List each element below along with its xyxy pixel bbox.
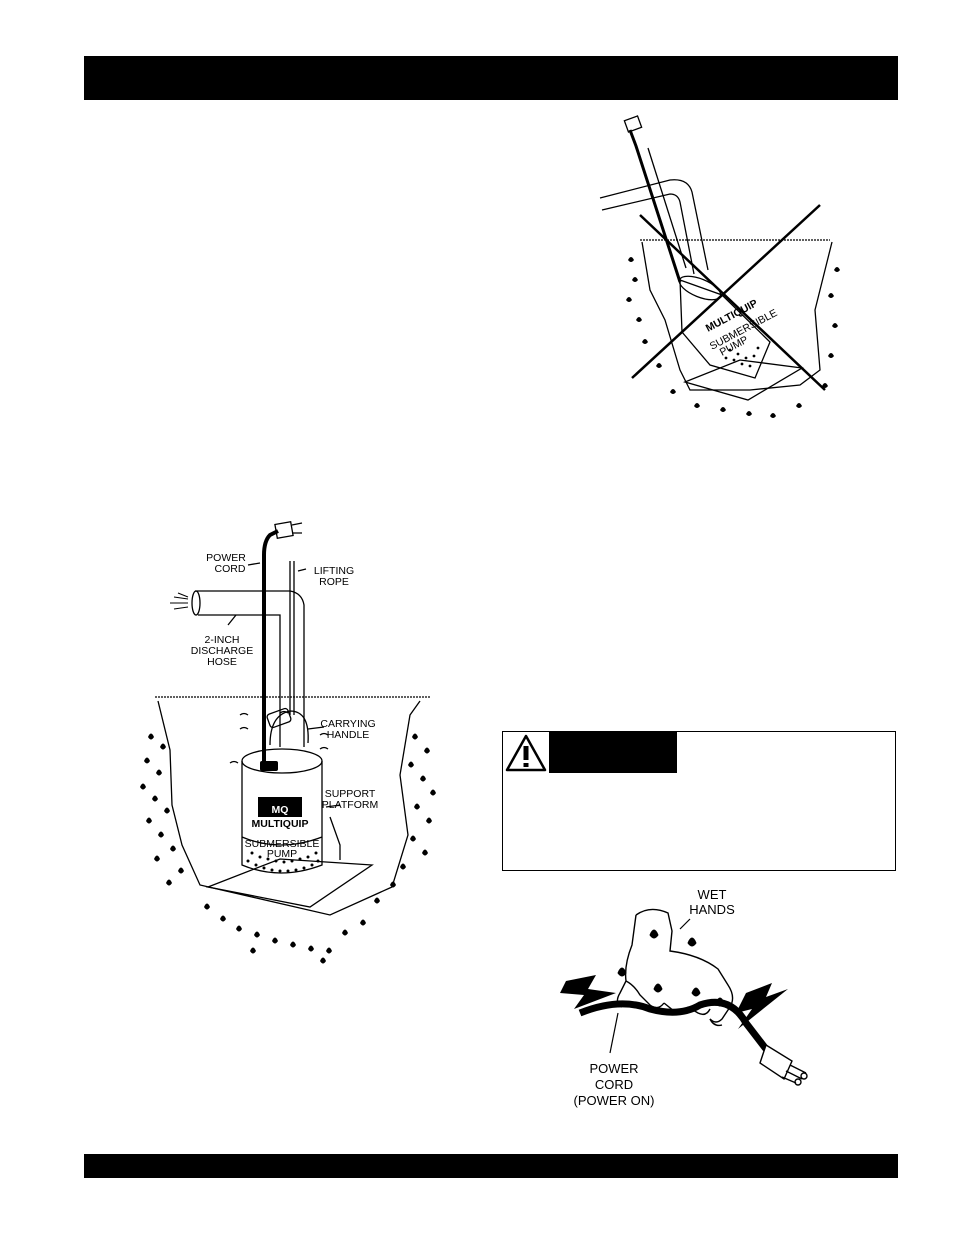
pump-brand: MULTIQUIP <box>252 818 309 830</box>
header-bar <box>84 56 898 100</box>
mq-logo-text: MQ <box>272 804 289 816</box>
cross-out-line-1 <box>639 214 826 391</box>
label-power-cord-2: CORD <box>215 563 246 575</box>
lightning-left-icon <box>560 975 616 1009</box>
footer-bar <box>84 1154 898 1178</box>
incorrect-placement-figure: MULTIQUIP SUBMERSIBLE PUMP <box>599 115 840 418</box>
label-hands-cord-2: CORD <box>595 1077 633 1092</box>
pump-text-1: SUBMERSIBLE <box>245 838 320 850</box>
pump-text-2: PUMP <box>267 848 297 860</box>
label-platform-1: SUPPORT <box>325 788 376 800</box>
label-handle-2: HANDLE <box>327 729 370 741</box>
warning-triangle-icon <box>505 734 547 772</box>
label-wet-hands-2: HANDS <box>689 902 735 917</box>
correct-placement-figure: MQ MULTIQUIP SUBMERSIBLE PUMP POWER CORD… <box>140 520 436 964</box>
lightning-right-icon <box>736 983 788 1029</box>
warning-box <box>502 731 896 871</box>
label-platform-2: PLATFORM <box>322 799 378 811</box>
label-lifting-rope-2: ROPE <box>319 576 349 588</box>
cross-out-line-2 <box>631 204 821 379</box>
wet-hands-figure: WET HANDS POWER CORD (POWER ON) <box>560 887 808 1108</box>
label-hose-1: 2-INCH <box>204 634 239 646</box>
label-hose-2: DISCHARGE <box>191 645 253 657</box>
warning-header-block <box>549 732 677 773</box>
hands-power-cord <box>578 998 769 1052</box>
label-wet-hands-1: WET <box>698 887 727 902</box>
main-power-cord <box>262 529 279 765</box>
mq-logo-icon <box>258 797 302 817</box>
label-handle-1: CARRYING <box>320 718 375 730</box>
label-hands-cord-3: (POWER ON) <box>574 1093 655 1108</box>
label-hands-cord-1: POWER <box>589 1061 638 1076</box>
label-lifting-rope-1: LIFTING <box>314 565 354 577</box>
label-hose-3: HOSE <box>207 656 237 668</box>
label-power-cord-1: POWER <box>206 552 246 564</box>
